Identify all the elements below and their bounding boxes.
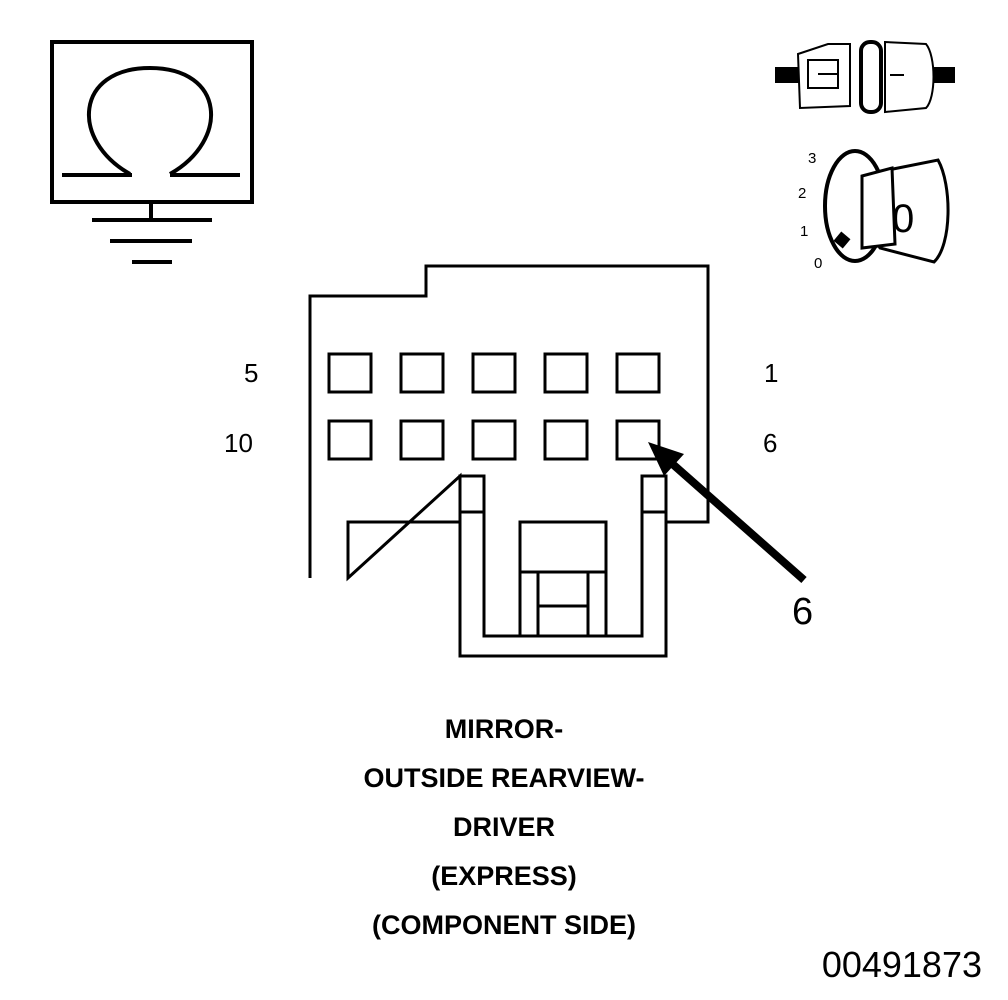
callout-arrow [648,442,807,583]
pin-label-top-right: 1 [764,358,778,388]
pin-cavity-8 [471,419,517,461]
ignition-position-1: 1 [800,223,808,240]
ohm-meter-ground-icon [50,40,254,264]
pin-cavity-9 [399,419,445,461]
pin-label-bottom-left: 10 [224,428,253,458]
pin-cavity-3 [471,352,517,394]
title-line-3: DRIVER [452,812,555,842]
connector-lock-tab [458,474,668,658]
title-line-5: (COMPONENT SIDE) [371,910,636,940]
ignition-position-3: 3 [808,150,816,167]
pin-label-bottom-right: 6 [763,428,777,458]
ignition-position-0: 0 [814,255,822,272]
pin-cavity-2 [543,352,589,394]
title-line-4: (EXPRESS) [431,861,577,891]
pin-cavity-6 [615,419,661,461]
pin-cavity-5 [327,352,373,394]
pin-cavity-7 [543,419,589,461]
pin-cavities [327,352,661,461]
ignition-key-label: 0 [892,197,914,241]
callout-label: 6 [792,591,813,633]
figure-id: 00491873 [821,944,982,985]
title-line-2: OUTSIDE REARVIEW- [363,763,645,793]
pin-cavity-4 [399,352,445,394]
disconnected-connector-icon [775,40,955,114]
pin-cavity-1 [615,352,661,394]
ignition-switch-off-icon: 3 2 1 0 0 [798,149,950,272]
ignition-position-2: 2 [798,185,806,202]
pin-label-top-left: 5 [244,358,258,388]
title-line-1: MIRROR- [444,714,564,744]
pin-cavity-10 [327,419,373,461]
